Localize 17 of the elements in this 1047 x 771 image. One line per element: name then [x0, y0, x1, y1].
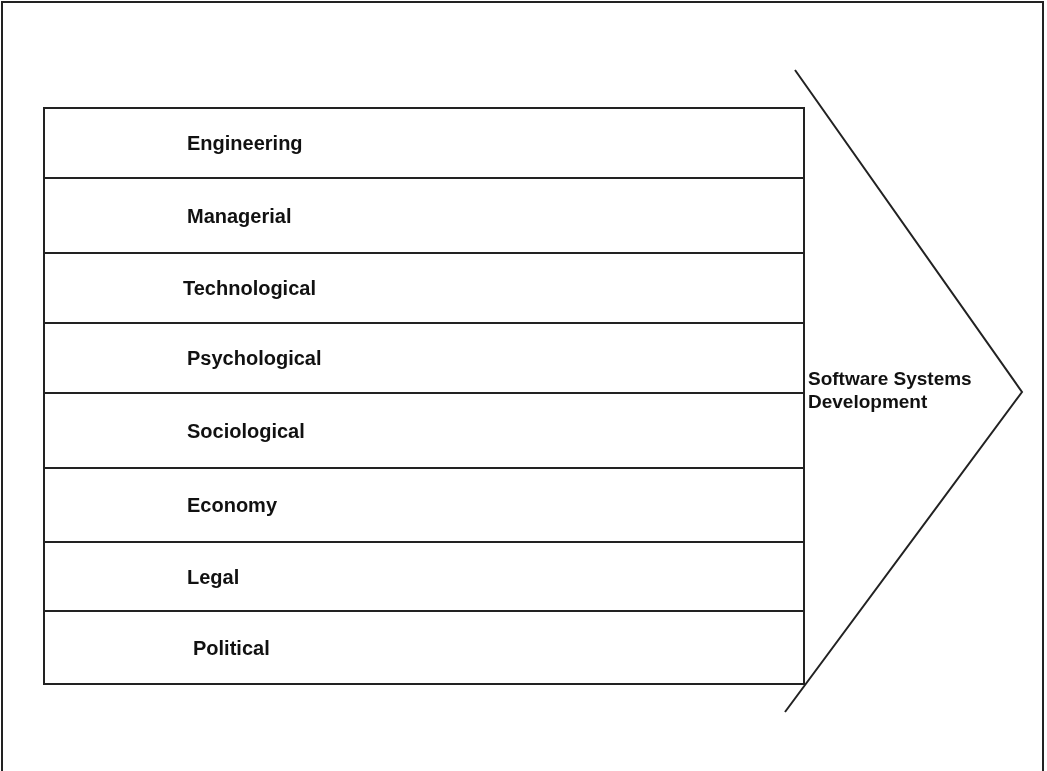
category-band — [43, 107, 805, 179]
band-label: Legal — [187, 565, 240, 588]
band-label: Technological — [183, 276, 316, 300]
band-label: Managerial — [187, 204, 292, 227]
category-band — [43, 541, 805, 612]
band-label: Political — [193, 636, 270, 659]
chevron-label: Software Systems Development — [808, 367, 973, 413]
band-label: Psychological — [187, 346, 322, 370]
category-band — [43, 467, 805, 543]
category-band — [43, 252, 805, 324]
category-band — [43, 177, 805, 254]
band-label: Engineering — [187, 131, 303, 155]
category-band — [43, 610, 805, 685]
category-band — [43, 322, 805, 394]
band-label: Sociological — [187, 419, 305, 442]
band-label: Economy — [187, 493, 278, 517]
category-band — [43, 392, 805, 469]
